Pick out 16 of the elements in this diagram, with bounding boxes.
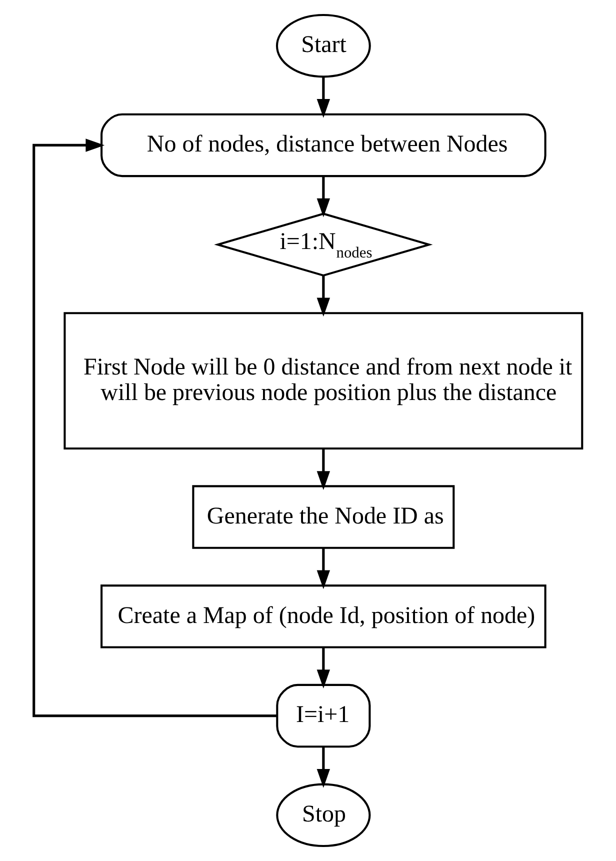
- arrow: [316, 548, 330, 590]
- node-box: Create a Map of (node Id, position of node): [100, 584, 546, 648]
- node-box: No of nodes, distance between Nodes: [100, 113, 546, 178]
- arrow: [316, 647, 330, 688]
- node-ellipse: Stop: [276, 783, 371, 848]
- arrow: [316, 448, 330, 490]
- arrow: [316, 276, 330, 317]
- arrow: [316, 176, 330, 218]
- node-ellipse: Start: [276, 14, 371, 78]
- node-box: Generate the Node ID as: [192, 485, 455, 549]
- node-box: First Node will be 0 distance and from next node it will be previous node position plus the distance: [64, 312, 584, 450]
- arrow: [32, 138, 278, 718]
- arrow: [316, 746, 330, 788]
- node-diamond: i=1:N$_{nodes}$: [214, 212, 433, 276]
- node-box: I=i+1: [276, 684, 371, 748]
- arrow: [316, 76, 330, 118]
